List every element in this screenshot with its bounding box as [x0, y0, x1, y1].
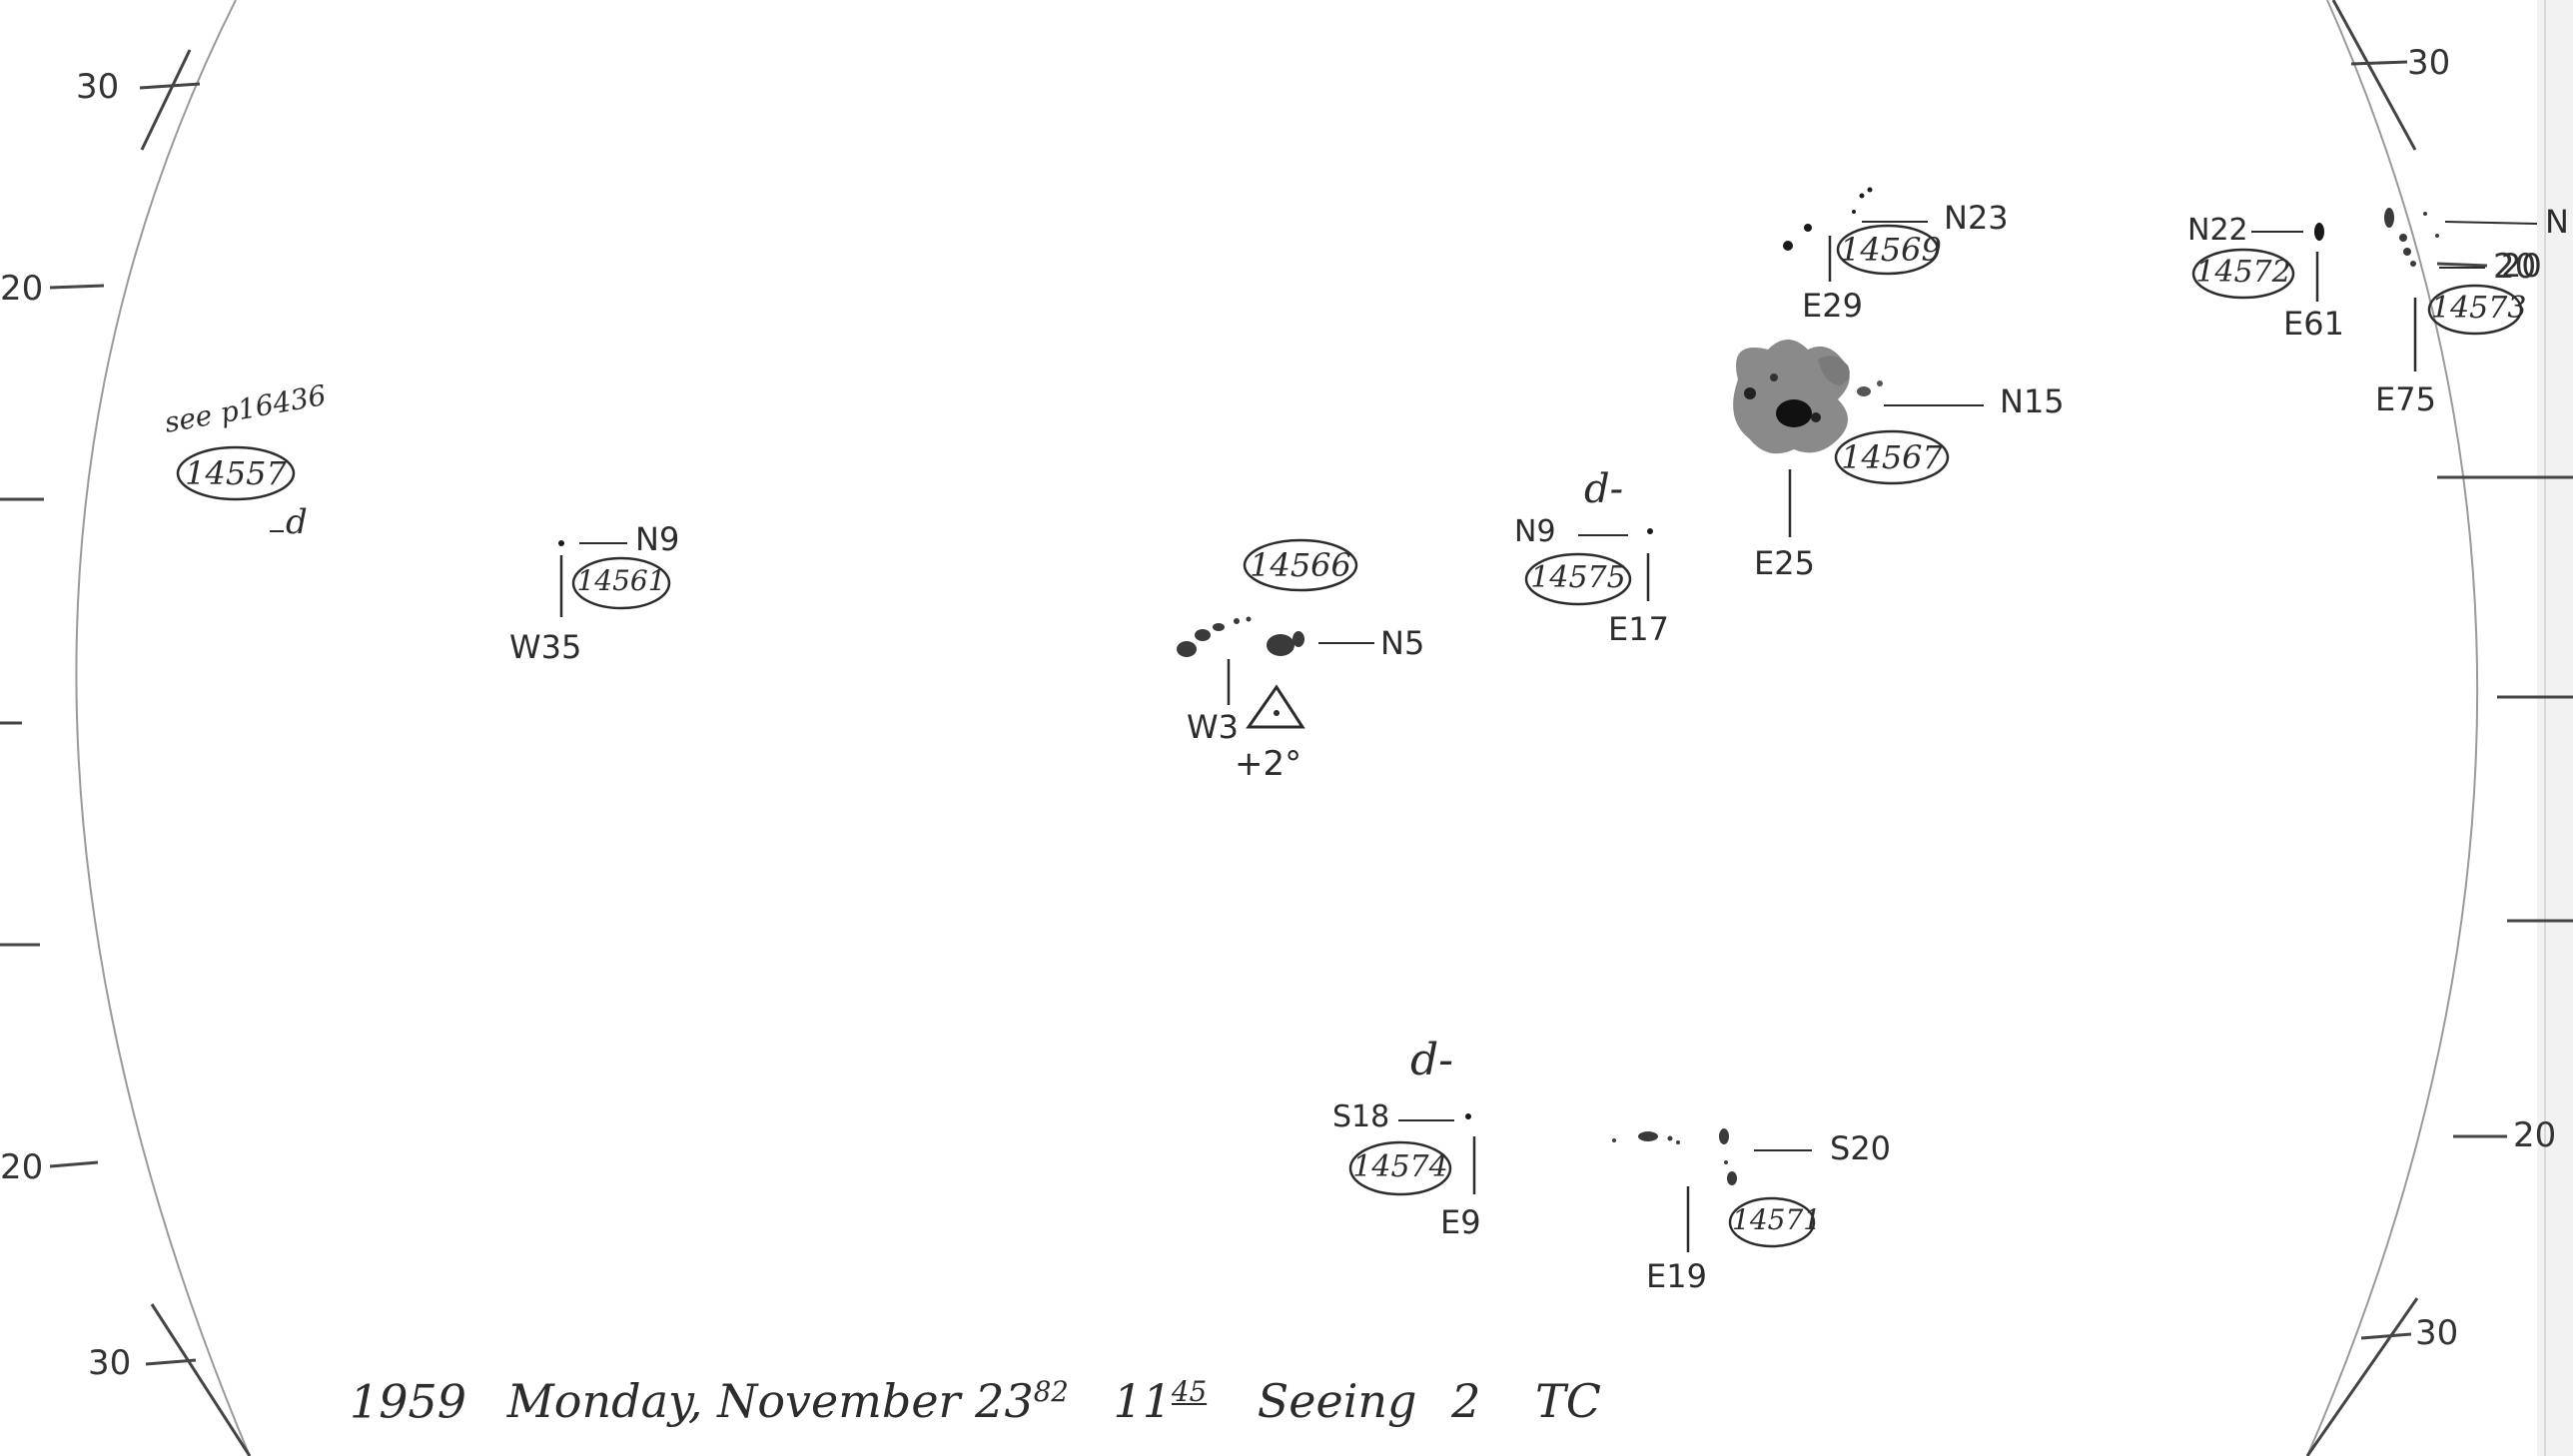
- lat-label-right-bottom-20: 20: [2513, 1115, 2557, 1155]
- group-14575-lon: E17: [1608, 610, 1669, 648]
- left-limb-arc: [75, 0, 251, 1456]
- group-14572-ellipse: [2191, 248, 2295, 300]
- spot-14561: [558, 540, 564, 546]
- sunspot-14567: [1733, 340, 1883, 454]
- spots-14571: [1612, 1128, 1737, 1185]
- spots-14566: [1177, 616, 1304, 657]
- group-14569-lat: N23: [1944, 199, 2009, 237]
- group-14567-lat: N15: [2000, 382, 2065, 420]
- group-14575-ellipse: [1524, 552, 1632, 606]
- group-14573-number: 14573: [2431, 291, 2527, 326]
- group-14561-lon: W35: [509, 628, 582, 666]
- group-14566-ellipse: [1243, 538, 1358, 592]
- lat-label-right-bottom-30: 30: [2415, 1313, 2459, 1353]
- group-14557-flag: d: [286, 502, 308, 542]
- group-14573-lon: E75: [2375, 380, 2436, 418]
- central-meridian-triangle: [1246, 684, 1305, 729]
- group-14573-lat-extra: N: [2545, 203, 2569, 241]
- footer-line: 1959 Monday, November 2382 1145 Seeing 2…: [350, 1375, 1601, 1425]
- group-14569-number: 14569: [1840, 231, 1942, 269]
- footer-date-sup: 82: [1033, 1375, 1069, 1408]
- group-14574-lat: S18: [1332, 1099, 1390, 1134]
- group-14572-lon: E61: [2283, 305, 2344, 343]
- lat-label-left-bottom-30: 30: [88, 1343, 132, 1383]
- group-14561-lat: N9: [635, 520, 680, 558]
- spots-14573: [2384, 208, 2439, 267]
- group-14574-number: 14574: [1352, 1149, 1448, 1184]
- footer-time-hour: 11: [1113, 1374, 1173, 1429]
- group-14566-lat: N5: [1380, 624, 1425, 662]
- group-14573-lat: 20: [2501, 247, 2542, 285]
- footer-seeing-label: Seeing: [1257, 1374, 1417, 1429]
- group-14566-lon: W3: [1187, 708, 1239, 746]
- group-14575-number: 14575: [1530, 560, 1626, 595]
- group-14571-lon: E19: [1646, 1257, 1707, 1295]
- footer-year: 1959: [350, 1374, 467, 1429]
- group-14566-number: 14566: [1250, 546, 1351, 584]
- group-14557-ellipse: [176, 445, 296, 501]
- spot-14574: [1465, 1113, 1471, 1119]
- group-14571-lat: S20: [1830, 1129, 1892, 1167]
- group-14561-number: 14561: [576, 564, 666, 597]
- spot-14572: [2314, 223, 2324, 241]
- group-14567-ellipse: [1834, 429, 1950, 485]
- spots-14569: [1783, 187, 1873, 251]
- group-14572-number: 14572: [2195, 255, 2291, 290]
- group-14571-ellipse: [1728, 1196, 1816, 1248]
- lat-label-left-top-30: 30: [76, 67, 120, 107]
- left-latitude-ticks: [0, 49, 252, 1456]
- lat-label-right-top-30: 30: [2407, 43, 2451, 83]
- group-14569-lon: E29: [1802, 287, 1863, 325]
- footer-observer: TC: [1535, 1374, 1601, 1429]
- group-14573-ellipse: [2427, 284, 2523, 336]
- spot-14575: [1647, 528, 1653, 534]
- footer-date: Monday, November 23: [506, 1374, 1034, 1429]
- group-14574-lon: E9: [1440, 1203, 1481, 1241]
- group-14561-ellipse: [571, 556, 671, 610]
- group-14575-flag: d-: [1584, 466, 1624, 512]
- group-14567-number: 14567: [1841, 438, 1943, 476]
- group-14569-ellipse: [1836, 224, 1940, 276]
- right-latitude-ticks: [2305, 0, 2573, 1456]
- right-limb-arc: [2306, 0, 2479, 1456]
- group-14571-number: 14571: [1732, 1203, 1822, 1236]
- group-14572-lat: N22: [2187, 213, 2248, 248]
- group-14557-number: 14557: [185, 454, 287, 492]
- lat-label-left-bottom-20: 20: [0, 1147, 44, 1187]
- lat-label-right-top-20: 20: [2493, 247, 2537, 287]
- center-offset: +2°: [1235, 744, 1302, 784]
- lat-label-left-top-20: 20: [0, 269, 44, 309]
- group-14575-lat: N9: [1514, 514, 1556, 549]
- group-14574-flag: d-: [1410, 1035, 1454, 1086]
- paper-edge: [2537, 0, 2573, 1456]
- footer-seeing-value: 2: [1451, 1374, 1481, 1429]
- group-14567-lon: E25: [1754, 544, 1815, 582]
- footer-time-sup: 45: [1172, 1375, 1208, 1408]
- group-14574-ellipse: [1348, 1140, 1452, 1196]
